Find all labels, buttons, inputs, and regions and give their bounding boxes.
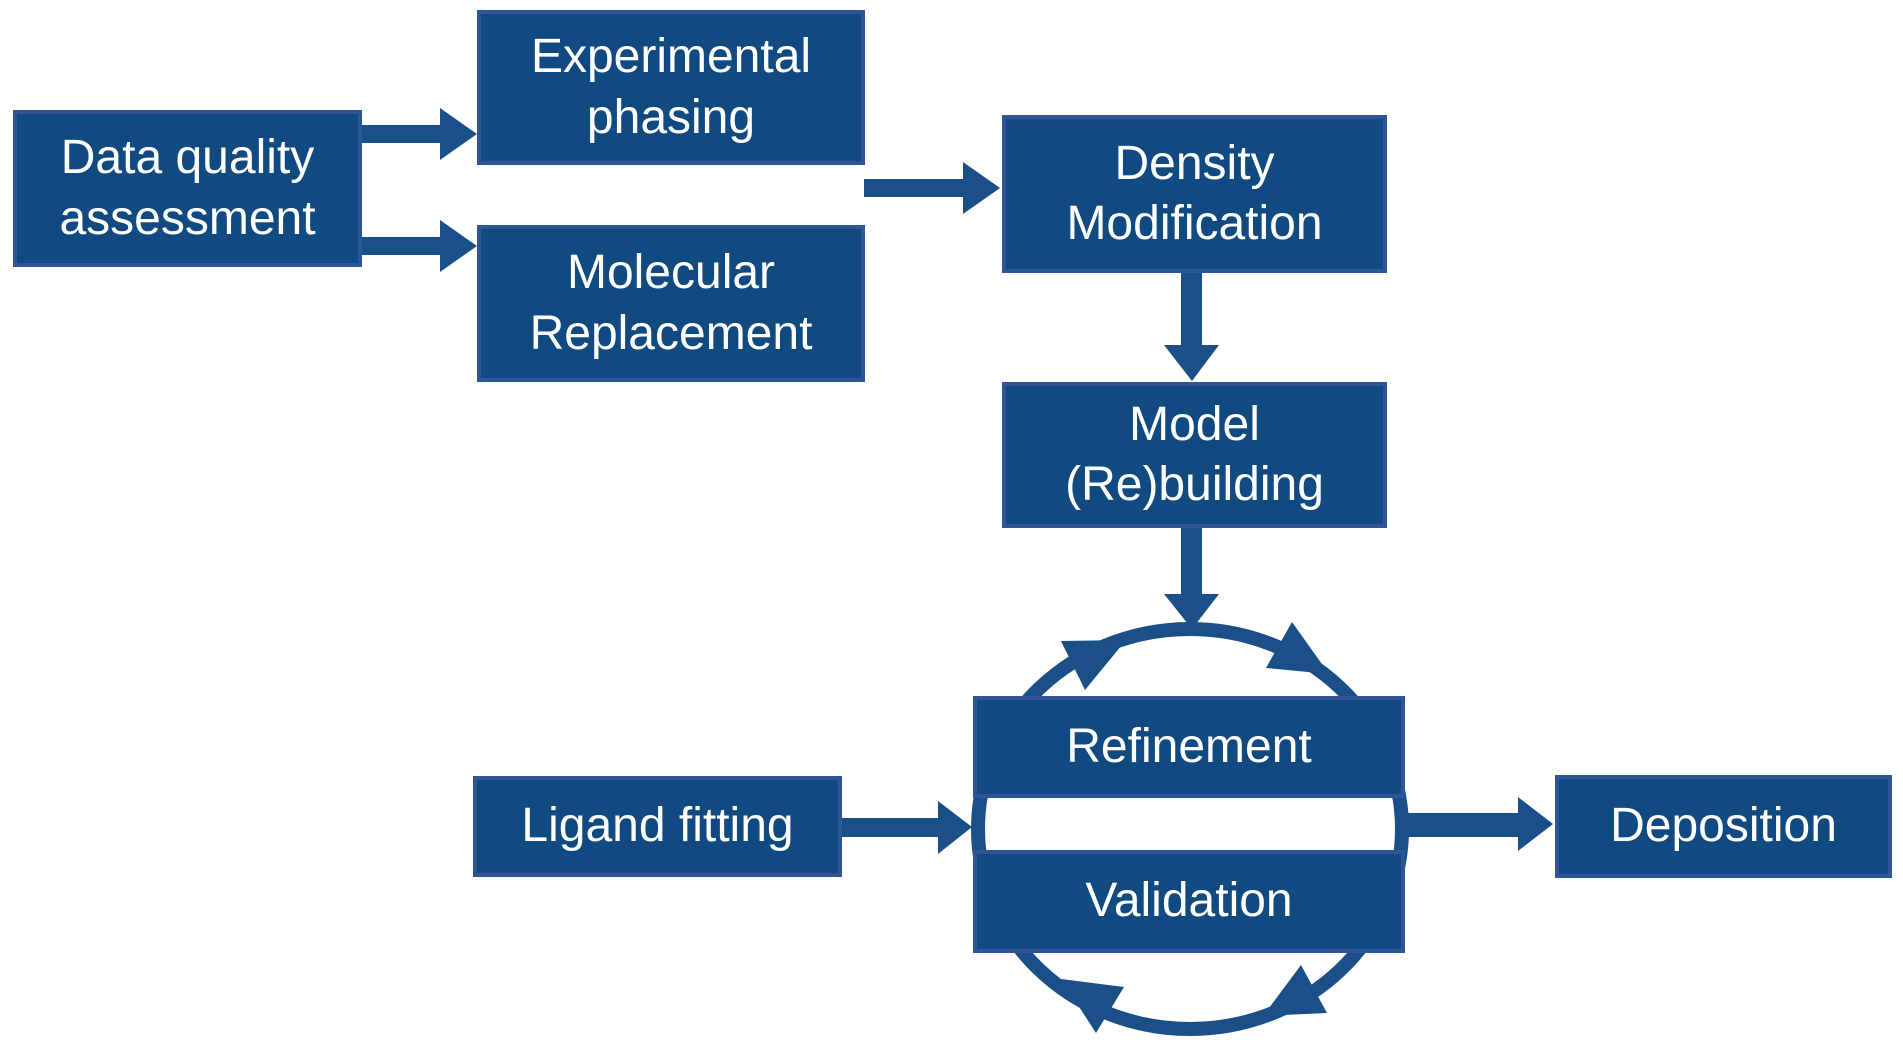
arrow-dqa-to-molecular-replacement <box>362 220 477 272</box>
node-label-line: phasing <box>586 90 756 144</box>
node-model-rebuilding: Model (Re)building <box>1002 382 1387 528</box>
cycle-arrowhead-top-left <box>1061 640 1126 690</box>
node-data-quality-assessment: Data quality assessment <box>13 110 362 267</box>
node-label-line: Modification <box>1066 197 1323 250</box>
cycle-arrowhead-bottom-right <box>1263 965 1327 1016</box>
node-molecular-replacement: Molecular Replacement <box>477 225 865 382</box>
node-ligand-fitting: Ligand fitting <box>473 776 842 877</box>
node-density-modification: Density Modification <box>1002 115 1387 273</box>
arrow-density-to-model <box>1164 273 1219 381</box>
cycle-circle <box>971 622 1409 1036</box>
arrow-ligand-to-cycle <box>842 801 972 854</box>
node-validation: Validation <box>973 850 1405 953</box>
cycle-arrowhead-bottom-left <box>1061 979 1124 1033</box>
node-label-line: Deposition <box>1610 799 1837 853</box>
node-label-line: Model <box>1129 397 1260 451</box>
arrow-cycle-to-deposition <box>1408 797 1553 851</box>
node-label-line: Ligand fitting <box>521 799 794 853</box>
node-label-line: Experimental <box>530 30 812 84</box>
node-label-line: (Re)building <box>1065 458 1324 511</box>
node-experimental-phasing: Experimental phasing <box>477 10 865 165</box>
node-label-line: Data quality <box>60 131 315 185</box>
node-label-line: assessment <box>59 191 316 245</box>
arrow-model-to-cycle <box>1164 528 1219 629</box>
cycle-arrowhead-top-right <box>1266 622 1329 674</box>
arrow-dqa-to-experimental-phasing <box>362 108 477 160</box>
node-label-line: Replacement <box>529 306 813 360</box>
node-deposition: Deposition <box>1555 775 1892 878</box>
node-refinement: Refinement <box>973 696 1405 798</box>
node-label-line: Validation <box>1085 874 1293 928</box>
node-label-line: Molecular <box>566 246 776 300</box>
node-label-line: Refinement <box>1066 719 1312 773</box>
arrow-to-density-modification <box>864 162 1000 214</box>
node-label-line: Density <box>1114 136 1275 190</box>
